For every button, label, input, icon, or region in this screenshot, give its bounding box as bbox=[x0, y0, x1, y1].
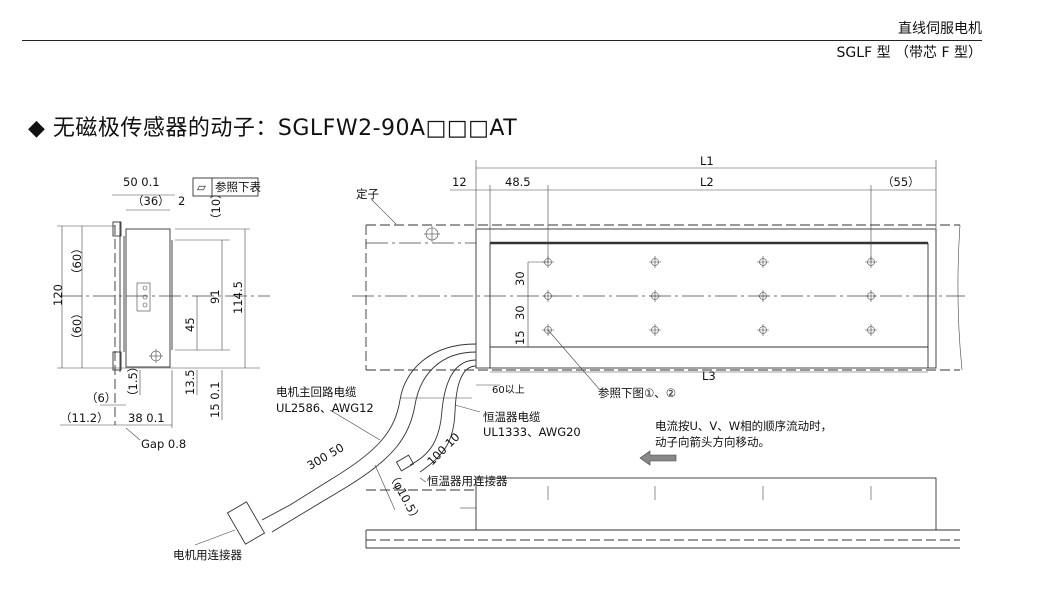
dim-height-91: 91 bbox=[208, 289, 222, 304]
hole-crosshair bbox=[649, 290, 661, 302]
hole-crosshair bbox=[542, 290, 554, 302]
dim-height-13-5: 13.5 bbox=[183, 369, 197, 395]
header-subtitle: SGLF 型 （带芯 F 型） bbox=[836, 45, 982, 61]
hole-crosshair bbox=[865, 324, 877, 336]
flatness-note: 参照下表 bbox=[215, 180, 261, 194]
dim-12: 12 bbox=[452, 175, 467, 189]
thermo-connector-label: 恒温器用连接器 bbox=[427, 474, 508, 488]
front-view bbox=[365, 477, 960, 549]
direction-arrow-icon bbox=[639, 450, 677, 466]
dim-60-min: 60以上 bbox=[492, 384, 525, 396]
dim-30-lower: 30 bbox=[513, 305, 527, 320]
direction-note-1: 电流按U、V、W相的顺序流动时， bbox=[655, 419, 832, 433]
dim-l3: L3 bbox=[702, 369, 716, 383]
main-cable-spec: UL2586、AWG12 bbox=[276, 401, 374, 415]
hole-crosshair bbox=[649, 256, 661, 268]
dim-width-11-2: （11.2） bbox=[60, 411, 109, 425]
top-view: 定子 L1 12 48.5 L2 （55） 30 30 15 L3 60以上 参… bbox=[173, 154, 965, 562]
dim-height-120: 120 bbox=[51, 284, 65, 306]
dim-height-15: 15 0.1 bbox=[208, 381, 222, 418]
header-rule bbox=[22, 40, 982, 41]
flatness-box bbox=[192, 177, 259, 197]
header-category: 直线伺服电机 bbox=[898, 21, 982, 37]
dim-48-5: 48.5 bbox=[505, 175, 531, 189]
dim-55: （55） bbox=[882, 175, 920, 189]
dim-l2: L2 bbox=[700, 175, 714, 189]
dim-width-6: （6） bbox=[86, 391, 116, 405]
direction-note-2: 动子向箭头方向移动。 bbox=[655, 435, 770, 449]
dim-height-60-upper: （60） bbox=[70, 242, 84, 280]
flatness-icon: ▱ bbox=[197, 180, 206, 194]
dim-width-2: 2 bbox=[178, 194, 185, 208]
dim-width-38: 38 0.1 bbox=[128, 411, 165, 425]
dim-30-upper: 30 bbox=[513, 271, 527, 286]
thermo-cable-label: 恒温器电缆 bbox=[483, 410, 541, 424]
dim-width-36: （36） bbox=[132, 194, 170, 208]
dim-width-50: 50 0.1 bbox=[123, 175, 160, 189]
hole-crosshair bbox=[757, 324, 769, 336]
dim-height-45: 45 bbox=[183, 317, 197, 332]
dim-l1: L1 bbox=[700, 154, 714, 168]
cable-diameter: （φ10.5） bbox=[385, 469, 424, 525]
dim-height-10: （10） bbox=[209, 187, 223, 225]
hole-crosshair bbox=[865, 290, 877, 302]
gap-label: Gap 0.8 bbox=[141, 437, 186, 451]
dim-15: 15 bbox=[513, 330, 527, 345]
thermo-cable-spec: UL1333、AWG20 bbox=[483, 425, 581, 439]
dim-height-114-5: 114.5 bbox=[231, 281, 245, 314]
main-cable-label: 电机主回路电缆 bbox=[276, 385, 357, 399]
page-title: ◆ 无磁极传感器的动子：SGLFW2-90A□□□AT bbox=[28, 116, 518, 141]
stator-label: 定子 bbox=[356, 187, 379, 201]
side-view: 50 0.1 （36） 2 （10） （60） 120 （60） 91 45 1… bbox=[51, 175, 270, 451]
dim-height-60-lower: （60） bbox=[70, 307, 84, 345]
hole-note: 参照下图①、② bbox=[598, 386, 676, 400]
motor-connector-label: 电机用连接器 bbox=[173, 548, 242, 562]
main-cable-length: 300 50 bbox=[305, 440, 347, 472]
hole-crosshair bbox=[757, 256, 769, 268]
dim-height-1-5: （1.5） bbox=[126, 361, 140, 402]
hole-crosshair bbox=[649, 324, 661, 336]
hole-crosshair bbox=[757, 290, 769, 302]
